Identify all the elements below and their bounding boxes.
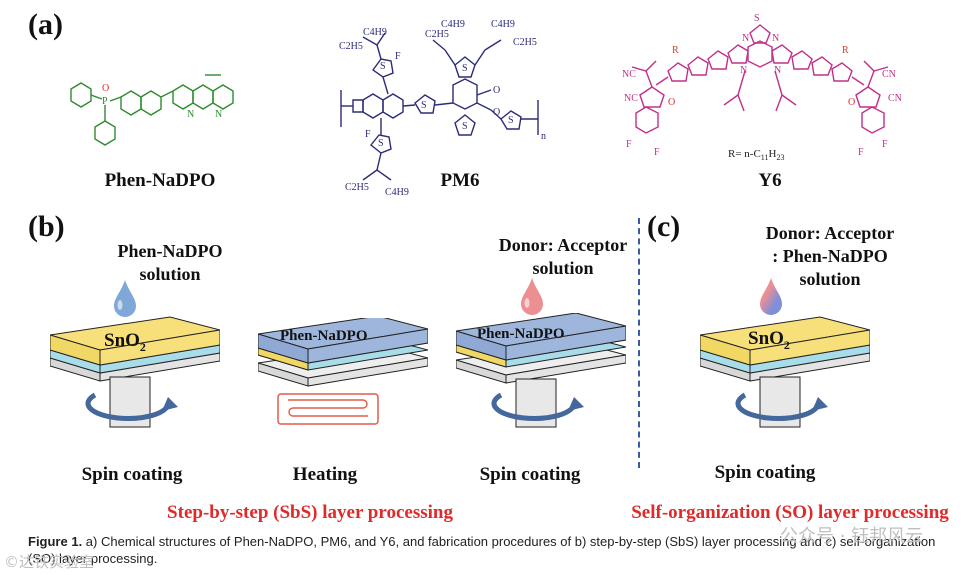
pm6-c2h5-1: C2H5 [339,41,363,52]
pm6-f1: F [395,51,401,62]
step1-label: Spin coating [81,464,183,485]
pm6-s3: S [421,100,427,111]
sol2-line1: Donor: Acceptor [498,235,628,255]
y6-f3: F [858,147,864,158]
droplet-blue [114,280,136,317]
y6-n-right: N [772,33,779,44]
y6-name: Y6 [758,170,782,191]
film-so-label: SnO2 [748,328,790,352]
y6-n-core-left: N [740,65,747,76]
pm6-c4h9-4: C4H9 [385,187,409,198]
y6-cn-left2: NC [624,93,638,104]
spin-coater-so [700,316,870,428]
pm6-c2h5-2: C2H5 [425,29,449,40]
pm6-name: PM6 [440,170,480,191]
y6-o-right: O [848,97,855,108]
caption-text: a) Chemical structures of Phen-NaDPO, PM… [28,534,936,566]
y6-f4: F [882,139,888,150]
pm6-s6: S [508,115,514,126]
droplet-pink [521,278,543,315]
y6-structure: S N N N N R R NC NC CN CN O O F F F F R=… [622,13,902,162]
y6-cn-right2: CN [888,93,902,104]
sol-donor-acceptor: Donor: Acceptor solution [478,234,648,280]
pm6-c4h9-2: C4H9 [441,19,465,30]
film1-label: SnO2 [104,330,146,354]
heating-stage [258,318,428,425]
sbs-process-title: Step-by-step (SbS) layer processing [167,502,453,523]
atom-p: P [102,96,108,107]
film2-label: Phen-NaDPO [280,328,368,344]
caption-label: Figure 1. [28,534,83,549]
watermark-right: 公众号 · 钰邦风云 [780,526,924,547]
pm6-n: n [541,131,546,142]
panel-b-label: (b) [28,210,65,243]
sol2-line2: solution [532,258,594,278]
pm6-s2: S [378,138,384,149]
pm6-c2h5-4: C2H5 [345,182,369,193]
pm6-c4h9-1: C4H9 [363,27,387,38]
film3-label: Phen-NaDPO [477,326,565,342]
sol-mixed: Donor: Acceptor : Phen-NaDPO solution [745,222,915,291]
pm6-o1: O [493,85,500,96]
phen-nadpo-structure: P O N N [70,74,234,146]
sol3-line3: solution [799,269,861,289]
spin-coater-3 [456,313,626,428]
y6-r-definition: R= n-C11H23 [728,148,784,162]
pm6-s5: S [462,121,468,132]
step3-label: Spin coating [479,464,581,485]
y6-n-left: N [742,33,749,44]
y6-f2: F [654,147,660,158]
sol3-line1: Donor: Acceptor [765,223,895,243]
y6-cn-right1: CN [882,69,896,80]
watermark-left: ©达铁实验室 [4,553,95,571]
step2-label: Heating [292,464,358,485]
pm6-f2: F [365,129,371,140]
figure-caption: Figure 1. a) Chemical structures of Phen… [28,533,958,567]
droplet-mixed [760,278,782,315]
atom-n2: N [215,109,222,120]
y6-cn-left1: NC [622,69,636,80]
phen-nadpo-name: Phen-NaDPO [104,170,216,191]
atom-n1: N [187,109,194,120]
y6-r-right: R [842,45,849,56]
panel-c-label: (c) [647,210,681,243]
y6-s-top: S [754,13,760,24]
atom-o: O [102,83,109,94]
y6-f1: F [626,139,632,150]
pm6-c4h9-3: C4H9 [491,19,515,30]
so-process-title: Self-organization (SO) layer processing [631,502,949,523]
sol1-line1: Phen-NaDPO [117,241,223,261]
pm6-structure: S F S F S S S S O O C4H9 C2H5 C2H5 C4H9 … [339,19,546,198]
panel-a-label: (a) [28,8,63,41]
pm6-c2h5-3: C2H5 [513,37,537,48]
sol-phen-nadpo: Phen-NaDPO solution [95,240,245,286]
y6-o-left: O [668,97,675,108]
panel-divider [638,218,640,468]
pm6-o2: O [493,107,500,118]
pm6-s4: S [462,63,468,74]
sol1-line2: solution [139,264,201,284]
sol3-line2: : Phen-NaDPO [772,246,888,266]
y6-r-left: R [672,45,679,56]
step-so-label: Spin coating [714,462,816,483]
pm6-s1: S [380,61,386,72]
spin-coater-1 [50,316,220,428]
y6-n-core-right: N [774,65,781,76]
